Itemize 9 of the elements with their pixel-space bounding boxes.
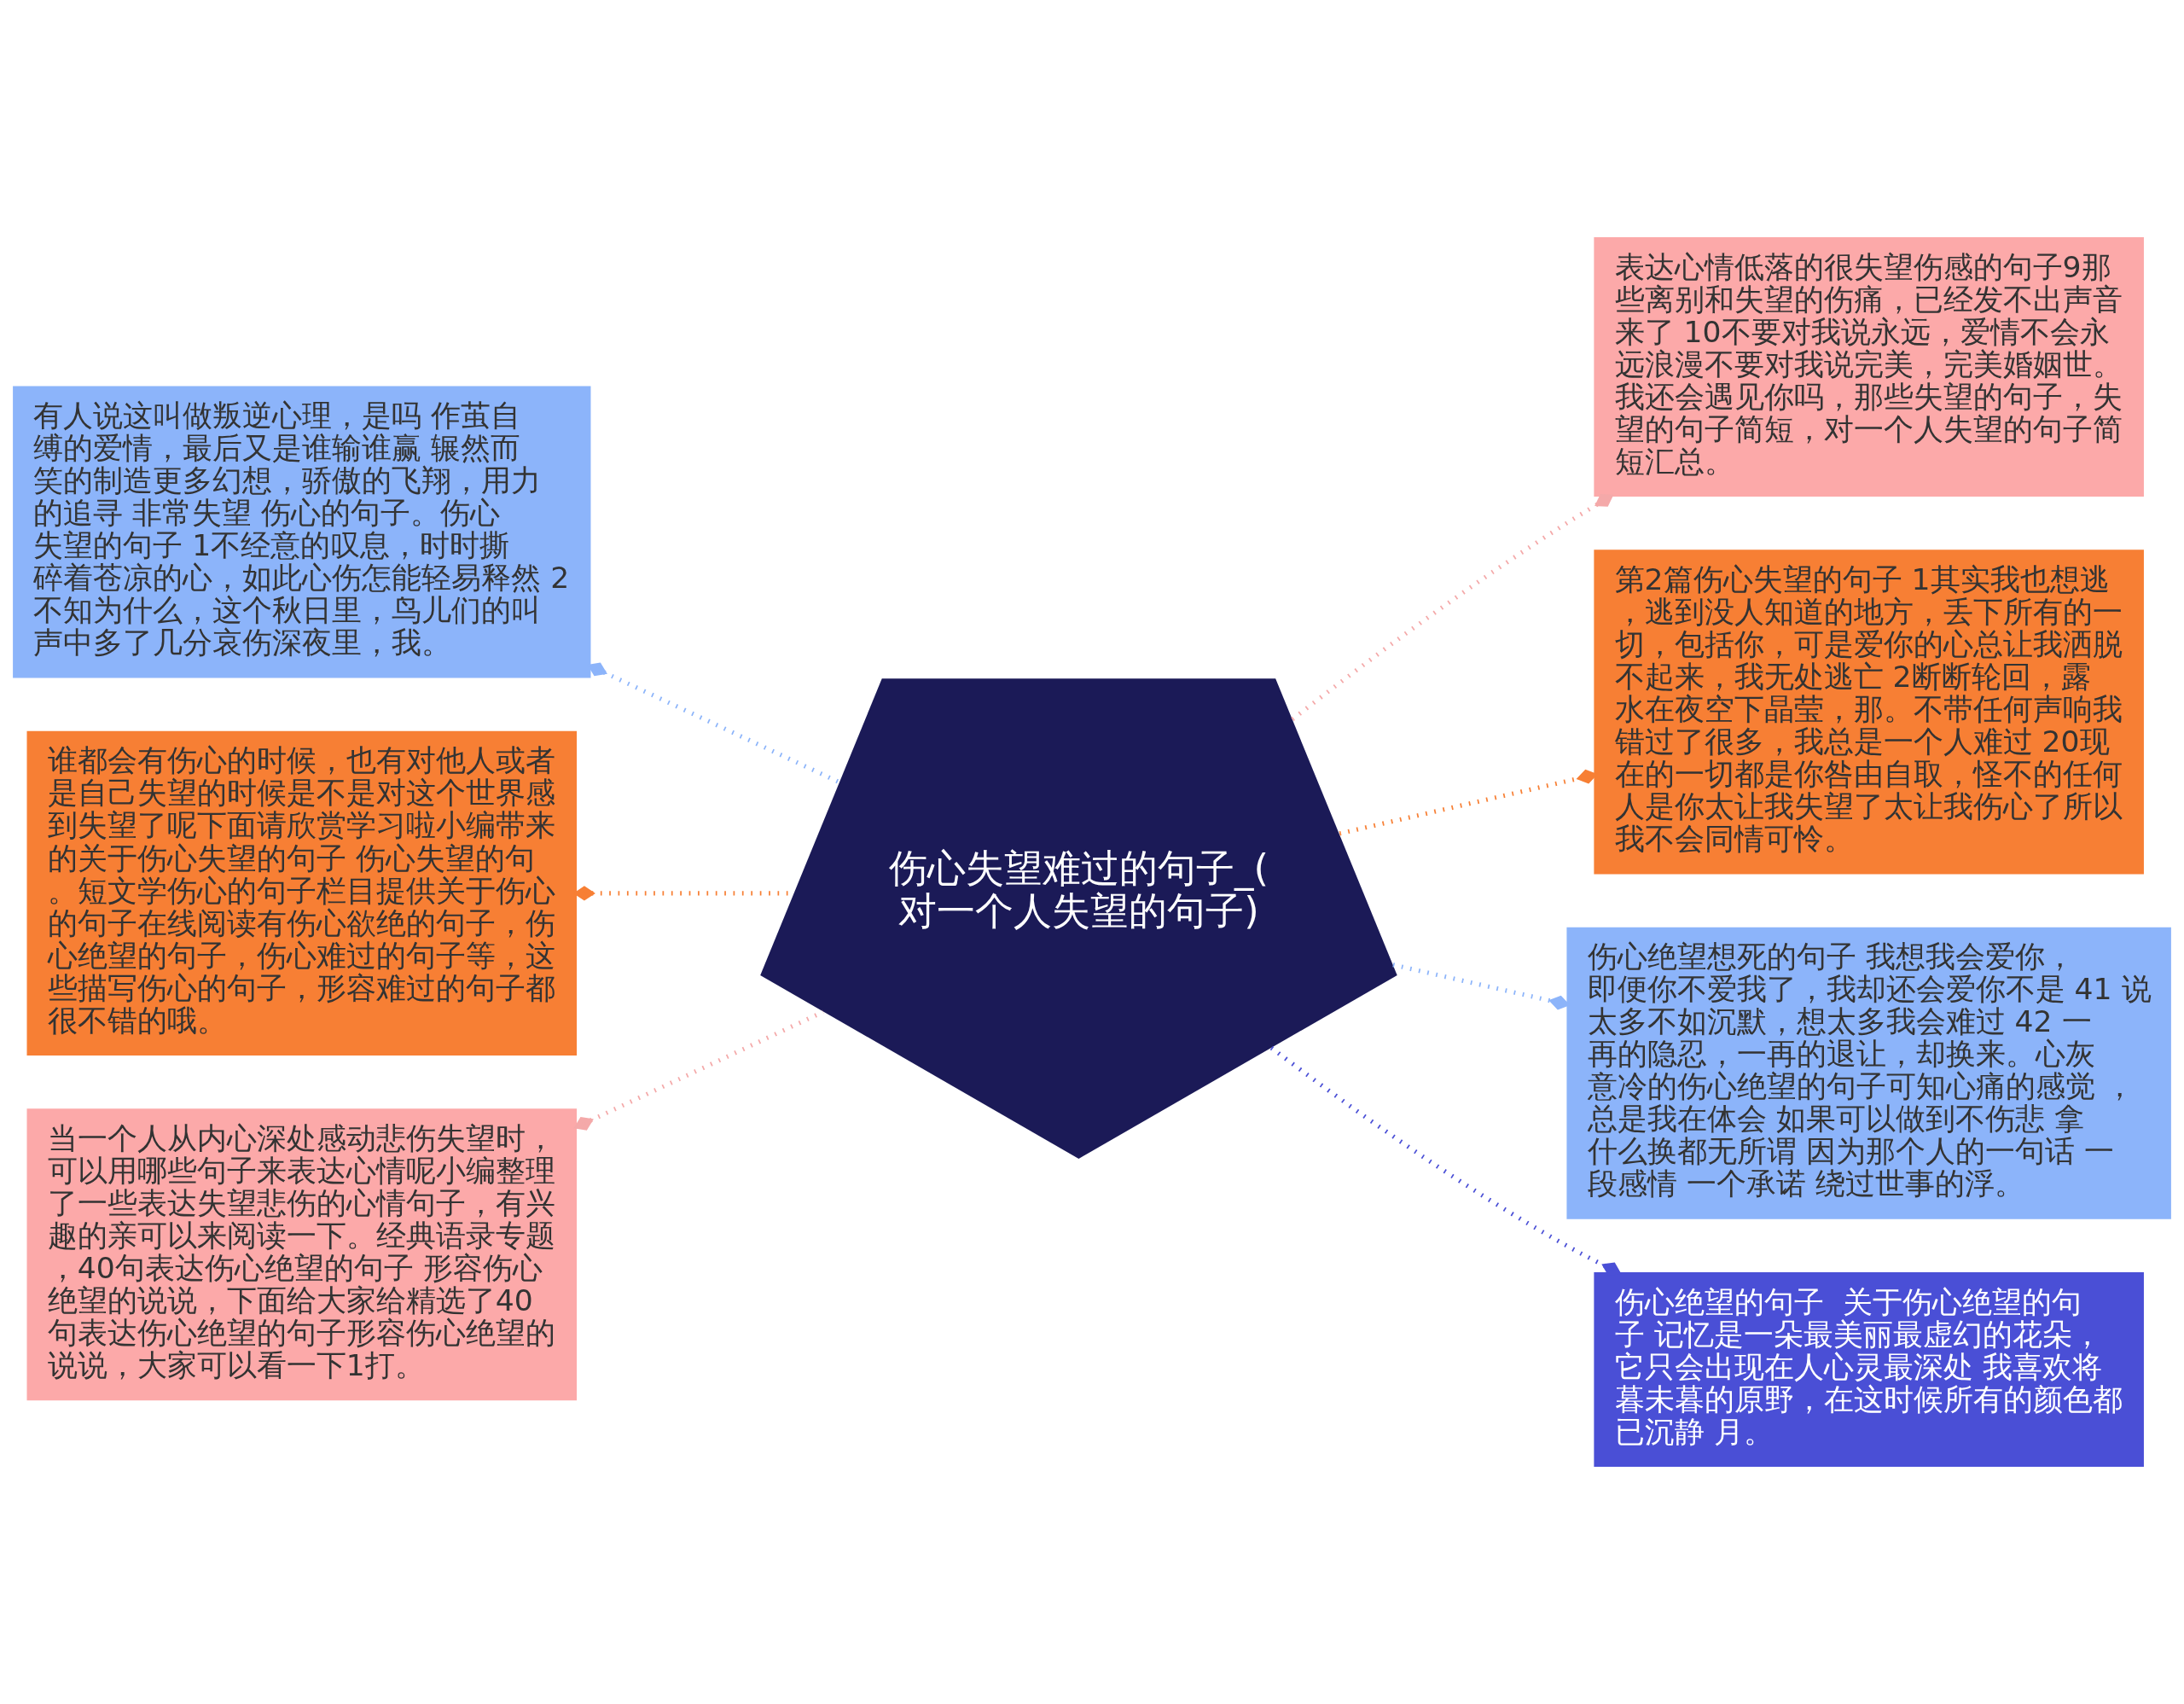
node-box: 伤心绝望想死的句子 我想我会爱你，即便你不爱我了，我却还会爱你不是 41 说太多不如沉默，想太多我会难过 42 一再的隐忍，一再的退让，却换来。心灰意冷的伤心绝望的句子可知心痛的感觉 ，总是我在体会 如果可以做到不伤悲 拿什么换都无所谓 因为那个人的一句话 一段感情 一个承诺 绕过世事的浮。 — [1566, 927, 2171, 1219]
node-box: 谁都会有伤心的时候，也有对他人或者是自己失望的时候是不是对这个世界感到失望了呢下面请欣赏学习啦小编带来的关于伤心失望的句子 伤心失望的句。短文学伤心的句子栏目提供关于伤心的句子在线阅读有伤心欲绝的句子，伤心绝望的句子，伤心难过的句子等，这些描写伤心的句子，形容难过的句子都很不错的哦。 — [26, 730, 578, 1056]
node-box: 当一个人从内心深处感动悲伤失望时，可以用哪些句子来表达心情呢小编整理了一些表达失望悲伤的心情句子，有兴趣的亲可以来阅读一下。经典语录专题，40句表达伤心绝望的句子 形容伤心绝望的说说，下面给大家给精选了40句表达伤心绝望的句子形容伤心绝望的说说，大家可以看一下1打。 — [26, 1108, 578, 1401]
node-box: 表达心情低落的很失望伤感的句子9那些离别和失望的伤痛，已经发不出声音来了 10不要对我说永远，爱情不会永远浪漫不要对我说完美，完美婚姻世。我还会遇见你吗，那些失望的句子，失望的句子简短，对一个人失望的句子简短汇总。 — [1594, 236, 2144, 497]
connector — [573, 1009, 824, 1131]
node-box: 第2篇伤心失望的句子 1其实我也想逃，逃到没人知道的地方，丢下所有的一切，包括你，可是爱你的心总让我洒脱不起来，我无处逃亡 2断断轮回，露水在夜空下晶莹，那。不带任何声响我错过了很多，我总是一个人难过 20现在的一切都是你咎由自取，怪不的任何人是你太让我失望了太让我伤心了所以我不会同情可怜。 — [1594, 550, 2144, 875]
connector — [1291, 493, 1614, 721]
node-box: 有人说这叫做叛逆心理，是吗 作茧自缚的爱情，最后又是谁输谁赢 辗然而笑的制造更多幻想，骄傲的飞翔，用力的追寻 非常失望 伤心的句子。伤心失望的句子 1不经意的叹息，时时撕碎着苍凉的心，如此心伤怎能轻易释然 2不知为什么，这个秋日里，鸟儿们的叫声中多了几分哀伤深夜里，我。 — [13, 386, 591, 678]
node-box: 伤心绝望的句子 关于伤心绝望的句子 记忆是一朵最美丽最虚幻的花朵，它只会出现在人心灵最深处 我喜欢将暮未暮的原野，在这时候所有的颜色都已沉静 月。 — [1594, 1272, 2144, 1468]
